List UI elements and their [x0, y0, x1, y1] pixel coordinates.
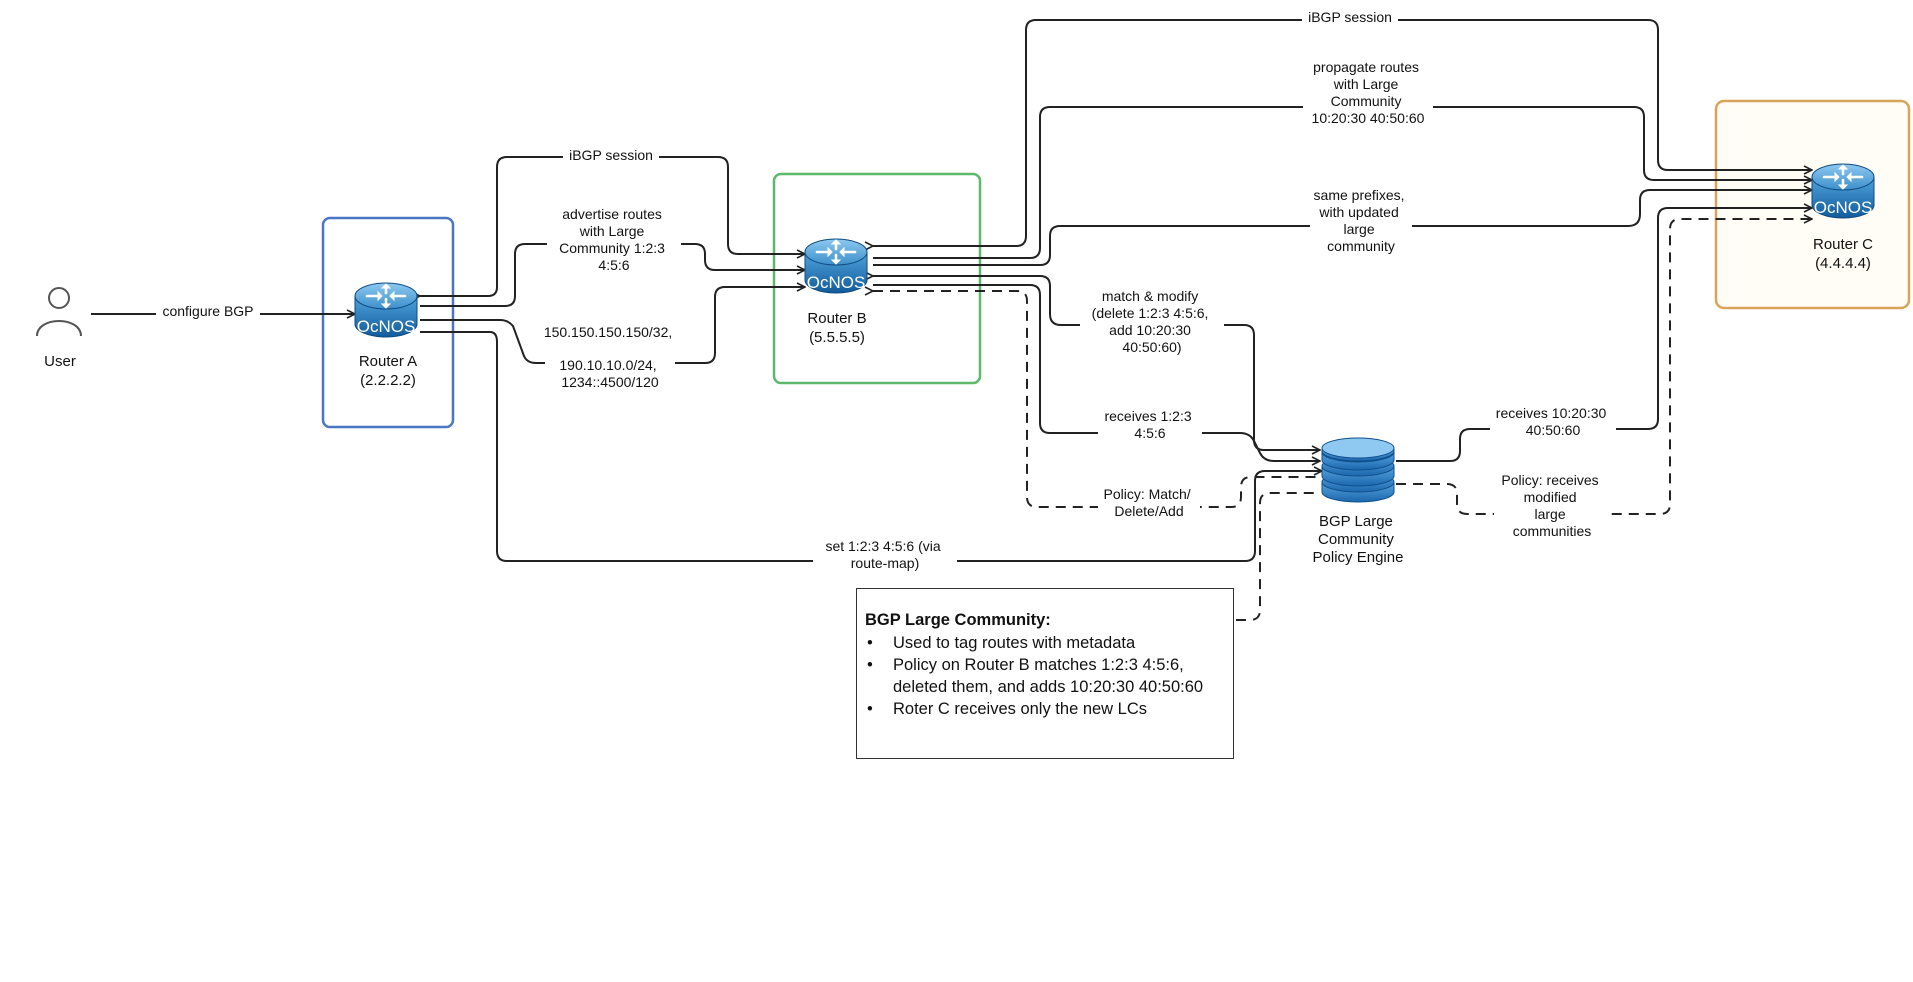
note-box: BGP Large Community: Used to tag routes … [856, 588, 1234, 759]
note-item: Used to tag routes with metadata [867, 632, 1223, 654]
match-modify-label: match & modify (delete 1:2:3 4:5:6, add … [1092, 288, 1213, 355]
router-b-logo: OcNOS [807, 273, 866, 292]
policy-b-label: Policy: Match/ Delete/Add [1103, 486, 1194, 519]
advertise-routes-label: advertise routes with Large Community 1:… [559, 206, 669, 273]
prefixes-label: 150.150.150.150/32, 190.10.10.0/24, 1234… [544, 324, 676, 390]
policy-engine-database-icon [1321, 437, 1395, 503]
router-c-name: Router C [1813, 236, 1873, 253]
set-routemap-label: set 1:2:3 4:5:6 (via route-map) [825, 538, 944, 571]
policy-b-connector [873, 291, 1320, 508]
router-a-address: (2.2.2.2) [360, 372, 416, 389]
router-a-box [321, 216, 455, 429]
router-a-logo: OcNOS [357, 317, 416, 336]
router-a-icon: OcNOS [353, 281, 419, 339]
note-list: Used to tag routes with metadata Policy … [865, 632, 1223, 720]
receives-c-label: receives 10:20:30 40:50:60 [1496, 405, 1610, 438]
receives-b-label: receives 1:2:3 4:5:6 [1104, 408, 1195, 441]
configure-bgp-label: configure BGP [162, 303, 253, 319]
policy-engine-label: BGP Large Community Policy Engine [1313, 513, 1404, 566]
note-title: BGP Large Community: [865, 611, 1051, 629]
ibgp-session-bc-label: iBGP session [1308, 9, 1392, 25]
router-b-address: (5.5.5.5) [809, 329, 865, 346]
router-b-icon: OcNOS [803, 237, 869, 295]
user-icon [36, 287, 82, 337]
router-a-name: Router A [359, 353, 417, 370]
ibgp-session-ab-label: iBGP session [569, 147, 653, 163]
router-b-name: Router B [807, 310, 866, 327]
router-c-logo: OcNOS [1814, 198, 1873, 217]
propagate-routes-label: propagate routes with Large Community 10… [1312, 59, 1425, 126]
note-connector [1236, 492, 1320, 621]
router-c-address: (4.4.4.4) [1815, 255, 1871, 272]
note-item: Roter C receives only the new LCs [867, 698, 1223, 720]
same-prefixes-label: same prefixes, with updated large commun… [1314, 187, 1409, 254]
note-item: Policy on Router B matches 1:2:3 4:5:6, … [867, 654, 1223, 698]
router-c-icon: OcNOS [1810, 162, 1876, 220]
user-label: User [44, 353, 76, 370]
policy-c-label: Policy: receives modified large communit… [1501, 472, 1602, 539]
